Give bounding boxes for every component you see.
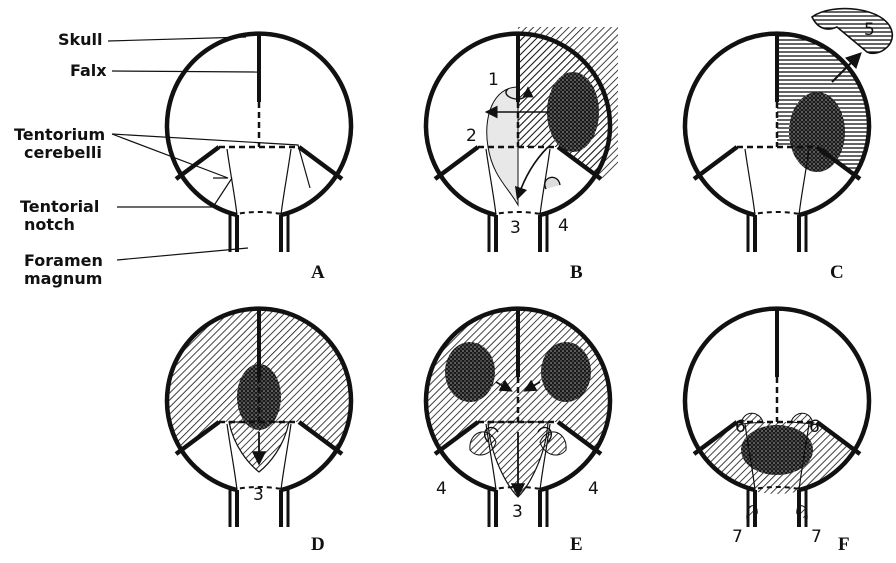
label-tentorium-2: cerebelli	[24, 144, 102, 162]
panel-b: 1 2 3 4	[418, 27, 618, 252]
panel-letter-b: B	[570, 262, 583, 284]
panel-c: 5	[685, 9, 892, 252]
marker-5: 5	[864, 20, 875, 40]
panel-letter-a: A	[311, 262, 325, 284]
marker-1: 1	[488, 70, 499, 90]
label-notch-2: notch	[24, 216, 75, 234]
panel-e: 4 4 3	[418, 302, 618, 527]
marker-6-left: 6	[735, 417, 746, 437]
marker-2: 2	[466, 126, 477, 146]
panel-d: 3	[159, 302, 359, 527]
marker-3-e: 3	[512, 502, 523, 522]
marker-6-right: 6	[809, 417, 820, 437]
panel-letter-d: D	[311, 534, 325, 556]
panel-letter-f: F	[838, 534, 850, 556]
marker-4-right: 4	[588, 479, 599, 499]
panel-letter-c: C	[830, 262, 844, 284]
label-skull: Skull	[58, 31, 103, 49]
label-foramen-1: Foramen	[24, 252, 103, 270]
label-notch-1: Tentorial	[20, 198, 99, 216]
panel-letter-e: E	[570, 534, 583, 556]
marker-7-left: 7	[732, 527, 743, 547]
marker-3-d: 3	[253, 485, 264, 505]
panel-f: 6 6 7 7	[677, 309, 877, 547]
label-tentorium-1: Tentorium	[14, 126, 105, 144]
marker-4: 4	[558, 216, 569, 236]
label-foramen-2: magnum	[24, 270, 102, 288]
marker-3: 3	[510, 218, 521, 238]
label-falx: Falx	[70, 62, 107, 80]
marker-4-left: 4	[436, 479, 447, 499]
marker-7-right: 7	[811, 527, 822, 547]
